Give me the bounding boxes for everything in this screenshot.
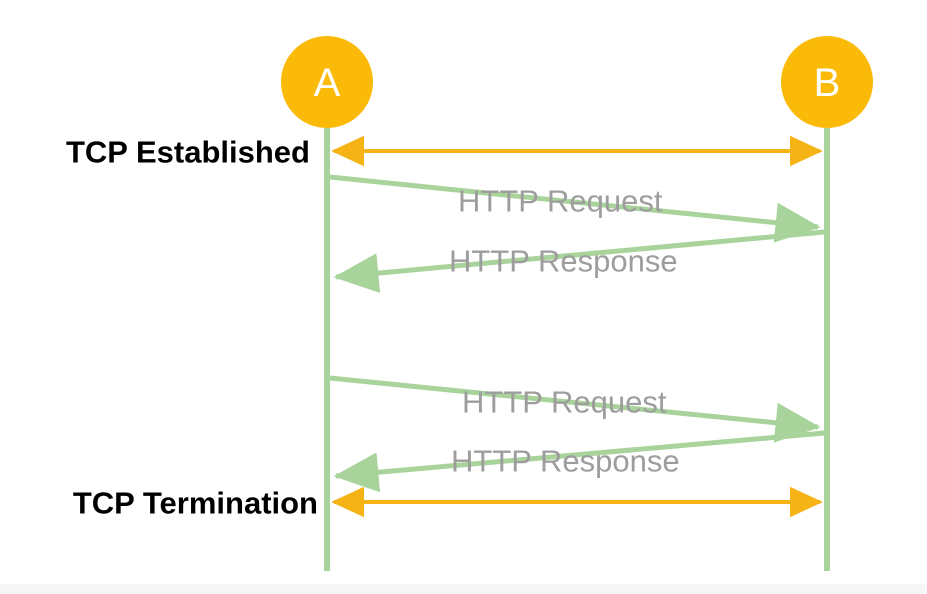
http-request-2-line: [329, 375, 821, 443]
http-request-1-line: [329, 174, 821, 243]
http-response-2-line: [333, 430, 825, 493]
http-request-1-label: HTTP Request: [458, 184, 663, 219]
bottom-divider: [0, 584, 927, 594]
http-response-2-label: HTTP Response: [451, 444, 680, 479]
actor-label-b: B: [814, 61, 841, 105]
http-response-1-line: [333, 229, 825, 294]
tcp-termination-label: TCP Termination: [73, 486, 318, 521]
actor-circle-a[interactable]: [281, 36, 373, 128]
http-request-2-label: HTTP Request: [462, 385, 667, 420]
actor-label-a: A: [314, 61, 341, 105]
http-response-1-label: HTTP Response: [449, 244, 678, 279]
tcp-established-label: TCP Established: [66, 135, 310, 170]
actor-circle-b[interactable]: [781, 36, 873, 128]
